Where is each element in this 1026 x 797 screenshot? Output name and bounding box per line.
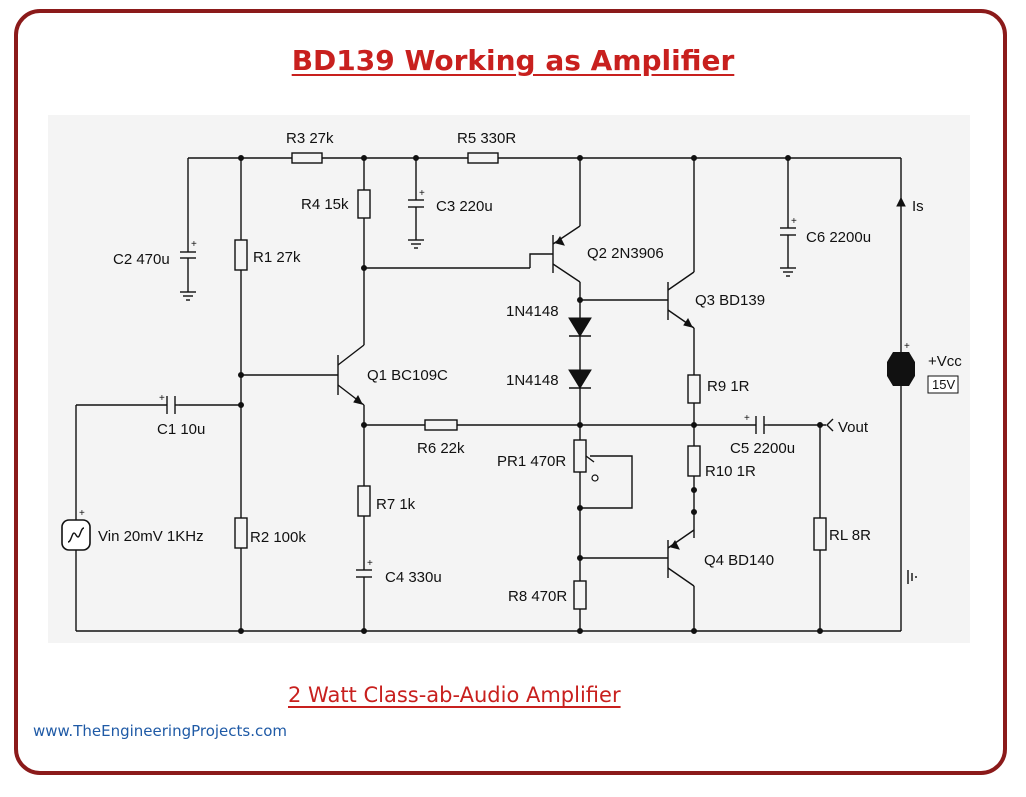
label-vin: Vin 20mV 1KHz [98, 528, 204, 545]
label-r1: R1 27k [253, 249, 301, 266]
circuit-subtitle: 2 Watt Class-ab-Audio Amplifier [288, 683, 621, 707]
page-title: BD139 Working as Amplifier [291, 44, 735, 77]
label-c4: C4 330u [385, 569, 442, 586]
capacitor-c6 [780, 158, 796, 277]
label-q1: Q1 BC109C [367, 367, 448, 384]
capacitor-c4 [356, 516, 372, 631]
ground-symbol-c2 [180, 291, 196, 301]
label-c1: C1 10u [157, 421, 205, 438]
label-q3: Q3 BD139 [695, 292, 765, 309]
capacitor-c3 [408, 158, 424, 249]
label-r9: R9 1R [707, 378, 750, 395]
label-vcc-value: 15V [932, 377, 955, 392]
label-q4: Q4 BD140 [704, 552, 774, 569]
website-link[interactable]: www.TheEngineeringProjects.com [33, 722, 288, 740]
resistor-r6 [424, 419, 458, 431]
svg-text:+: + [79, 508, 85, 519]
label-r2: R2 100k [250, 529, 306, 546]
capacitor-c1 [166, 396, 179, 414]
potentiometer-pr1 [573, 439, 633, 509]
label-r5: R5 330R [457, 130, 516, 147]
label-is: Is [912, 198, 924, 215]
vcc-value-box [927, 375, 959, 394]
sine-source-icon [61, 519, 91, 551]
resistor-r5 [467, 152, 499, 164]
svg-text:+: + [159, 393, 165, 404]
label-c6: C6 2200u [806, 229, 871, 246]
label-d2: 1N4148 [506, 372, 559, 389]
schematic-background [48, 115, 970, 643]
label-r3: R3 27k [286, 130, 334, 147]
svg-text:+: + [419, 188, 425, 199]
label-c5: C5 2200u [730, 440, 795, 457]
transistor-q4 [667, 529, 695, 587]
label-rl: RL 8R [829, 527, 871, 544]
label-r6: R6 22k [417, 440, 465, 457]
label-d1: 1N4148 [506, 303, 559, 320]
capacitor-c5 [755, 416, 768, 434]
capacitor-c2 [180, 158, 196, 292]
label-pr1: PR1 470R [497, 453, 566, 470]
resistor-r3 [291, 152, 323, 164]
current-arrow-icon [896, 196, 906, 207]
svg-text:+: + [904, 341, 910, 352]
svg-text:+: + [367, 558, 373, 569]
svg-text:+: + [191, 239, 197, 250]
svg-text:+: + [744, 413, 750, 424]
input-wire [75, 404, 241, 631]
vout-terminal-icon [826, 418, 834, 432]
wire-q2-base-b [529, 253, 553, 268]
transistor-q2 [552, 225, 581, 283]
label-r7: R7 1k [376, 496, 416, 513]
battery-icon [887, 352, 915, 386]
label-c3: C3 220u [436, 198, 493, 215]
transistor-q3 [667, 271, 695, 329]
label-r8: R8 470R [508, 588, 567, 605]
ground-symbol-vcc [907, 570, 917, 584]
label-vout: Vout [838, 419, 869, 436]
junction-dots [238, 155, 823, 634]
label-r10: R10 1R [705, 463, 756, 480]
svg-text:+: + [791, 216, 797, 227]
polarity-marks: + + + + + + + + [79, 188, 910, 569]
label-r4: R4 15k [301, 196, 349, 213]
label-q2: Q2 2N3906 [587, 245, 664, 262]
transistor-q1 [241, 344, 365, 406]
label-vcc: +Vcc [928, 353, 962, 370]
label-c2: C2 470u [113, 251, 170, 268]
